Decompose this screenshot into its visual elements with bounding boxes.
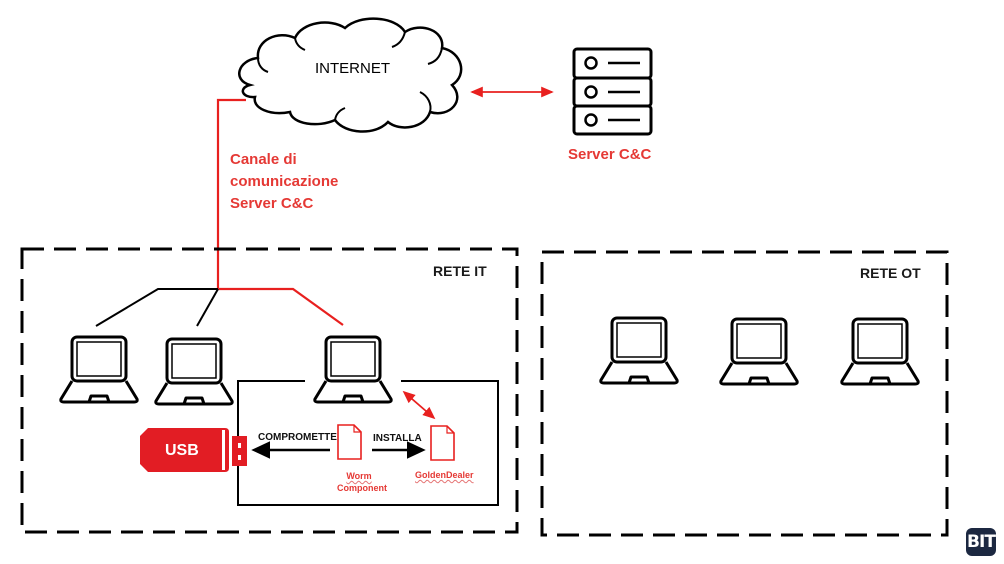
it-laptop-icon xyxy=(154,337,234,406)
it-network-label: RETE IT xyxy=(433,263,487,279)
internet-label: INTERNET xyxy=(315,60,390,77)
ot-laptop-icon xyxy=(719,317,799,386)
internet-cloud-icon xyxy=(238,17,463,133)
goldendealer-file-icon xyxy=(430,425,455,461)
usb-label: USB xyxy=(165,442,199,459)
server-cc-label: Server C&C xyxy=(568,146,652,163)
channel-label-line: Server C&C xyxy=(230,195,314,212)
infection-detail-box xyxy=(237,380,499,506)
it-laptop-compromised-icon xyxy=(313,335,393,404)
network-link-2 xyxy=(196,288,219,327)
ot-laptop-icon xyxy=(599,316,679,385)
goldendealer-label: GoldenDealer xyxy=(415,470,474,480)
worm-component-label: Worm Component xyxy=(337,470,387,494)
server-icon xyxy=(572,47,653,136)
bit-logo: BIT xyxy=(966,528,996,556)
network-link-1 xyxy=(95,288,218,327)
worm-label-line: Worm xyxy=(346,471,372,481)
worm-file-icon xyxy=(337,424,362,460)
laptop-goldendealer-link xyxy=(402,390,436,420)
ot-laptop-icon xyxy=(840,317,920,386)
ot-network-boundary xyxy=(540,250,949,537)
install-label: INSTALLA xyxy=(373,433,422,444)
channel-label-line: Canale di xyxy=(230,151,297,168)
worm-label-line: Component xyxy=(337,483,387,493)
channel-label-line: comunicazione xyxy=(230,173,339,190)
channel-label: Canale di comunicazione Server C&C xyxy=(230,149,370,215)
usb-drive-icon xyxy=(140,428,247,472)
ot-network-label: RETE OT xyxy=(860,265,921,281)
it-laptop-icon xyxy=(59,335,139,404)
it-network-boundary xyxy=(20,247,519,534)
compromise-label: COMPROMETTE xyxy=(258,432,337,443)
